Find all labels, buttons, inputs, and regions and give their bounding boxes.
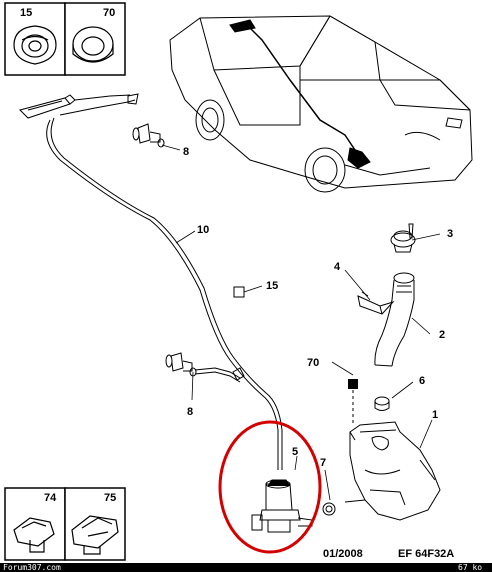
footer-date: 01/2008 (323, 548, 363, 560)
bracket-4 (357, 291, 395, 315)
callout-6: 6 (419, 375, 425, 387)
footer-code: EF 64F32A (398, 548, 454, 560)
rivet-8-lower (165, 352, 197, 377)
seal-7 (322, 502, 336, 516)
callout-3: 3 (447, 228, 453, 240)
callout-10: 10 (197, 224, 209, 236)
part-box-15: 15 (4, 2, 66, 76)
watermark-bar (0, 563, 492, 572)
hose-clip-75-icon (71, 515, 119, 555)
washer-pump-5 (251, 479, 313, 533)
seal-70-marker (348, 379, 358, 389)
part-box-70-top: 70 (64, 2, 126, 76)
part-box-74-label: 74 (44, 492, 57, 504)
part-box-75: 75 (64, 487, 126, 561)
part-box-70-label: 70 (103, 7, 115, 19)
washer-reservoir-1 (344, 421, 441, 521)
washer-hose-10 (46, 93, 283, 470)
callout-8-lower: 8 (187, 406, 193, 418)
callout-2: 2 (439, 329, 445, 341)
callout-15: 15 (266, 280, 278, 292)
callout-8-upper: 8 (183, 146, 189, 158)
callout-70: 70 (307, 357, 319, 369)
leader-lines (161, 144, 441, 501)
watermark-site: Forum307.com (3, 563, 61, 572)
part-box-74: 74 (4, 487, 66, 561)
highlight-ring (218, 420, 322, 554)
seal-ring-icon (72, 26, 114, 63)
part-box-75-label: 75 (104, 492, 116, 504)
filler-neck-2 (374, 272, 415, 367)
filler-cap-3 (390, 223, 416, 253)
hose-clip-15 (233, 286, 245, 298)
seal-6 (374, 396, 390, 411)
callout-1: 1 (432, 409, 438, 421)
watermark-size: 67 ko (458, 563, 482, 572)
part-box-15-label: 15 (20, 7, 32, 19)
callout-5: 5 (292, 446, 298, 458)
car-illustration (169, 15, 473, 193)
callout-4: 4 (334, 261, 341, 273)
rivet-8-upper (132, 123, 165, 148)
washer-nozzle (19, 94, 76, 119)
callout-7: 7 (320, 457, 326, 469)
hose-clip-74-icon (13, 517, 55, 553)
grommet-icon (13, 25, 57, 65)
